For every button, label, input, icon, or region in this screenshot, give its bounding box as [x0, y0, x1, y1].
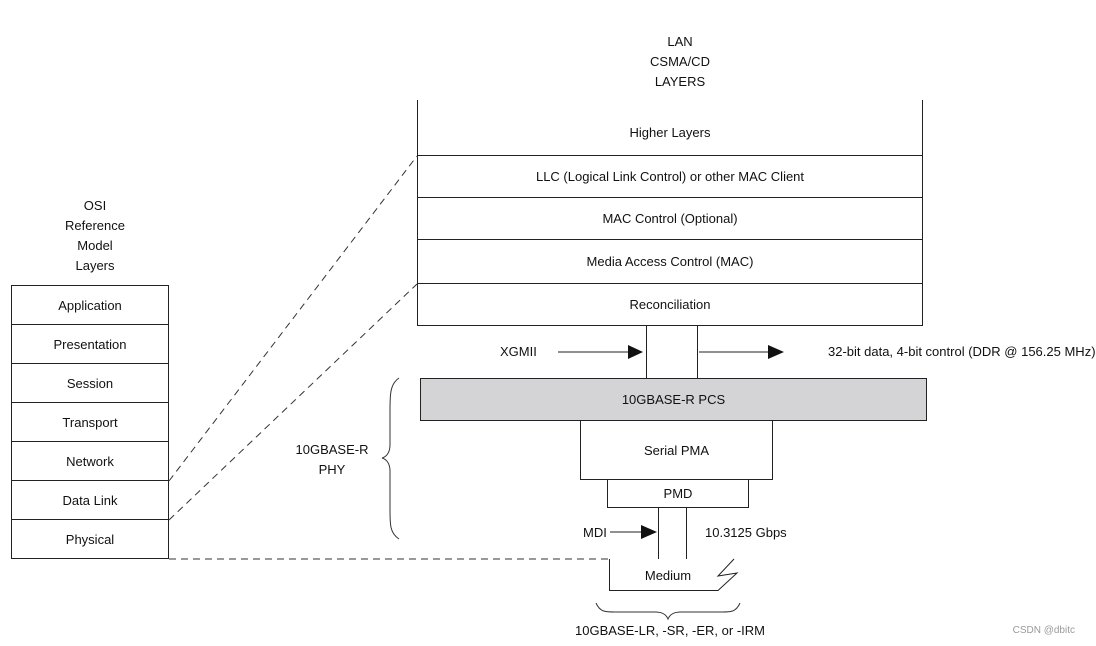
medium-shape: [609, 558, 739, 591]
osi-layer-data-link: Data Link: [11, 480, 169, 520]
medium-label: Medium: [644, 568, 692, 583]
lan-layer-label: Media Access Control (MAC): [586, 254, 754, 269]
lan-layer-label: LLC (Logical Link Control) or other MAC …: [535, 169, 805, 184]
lan-layer-reconciliation: Reconciliation: [417, 283, 923, 326]
osi-layer-label: Application: [58, 297, 122, 313]
osi-layer-label: Presentation: [53, 336, 127, 352]
osi-layer-application: Application: [11, 285, 169, 325]
medium-variants: 10GBASE-LR, -SR, -ER, or -IRM: [575, 623, 765, 638]
lan-layer-mac: Media Access Control (MAC): [417, 239, 923, 284]
osi-layer-label: Data Link: [62, 492, 118, 508]
lan-header-line: LAN: [667, 34, 693, 49]
pmd-box: PMD: [607, 479, 749, 508]
osi-layer-presentation: Presentation: [11, 324, 169, 364]
pcs-box: 10GBASE-R PCS: [420, 378, 927, 421]
osi-layer-session: Session: [11, 363, 169, 403]
xgmii-label: XGMII: [500, 344, 537, 359]
lan-header-line: CSMA/CD: [650, 54, 710, 69]
lan-layer-label: Reconciliation: [629, 297, 711, 312]
mdi-rate: 10.3125 Gbps: [705, 525, 787, 540]
watermark: CSDN @dbitc: [1012, 625, 1075, 636]
osi-header-line: OSI: [83, 198, 107, 213]
medium-brace: [595, 602, 741, 621]
phy-label-line: 10GBASE-R: [295, 442, 369, 457]
mdi-label: MDI: [583, 525, 607, 540]
pcs-label: 10GBASE-R PCS: [621, 392, 726, 407]
osi-layer-label: Transport: [62, 414, 118, 430]
phy-label-line: PHY: [318, 462, 346, 477]
lan-layer-label: MAC Control (Optional): [602, 211, 738, 226]
phy-label: 10GBASE-R PHY: [292, 440, 372, 480]
osi-layer-physical: Physical: [11, 519, 169, 559]
xgmii-out-arrowhead: [768, 345, 784, 359]
lan-header: LAN CSMA/CD LAYERS: [640, 32, 720, 92]
osi-layer-label: Session: [66, 375, 114, 391]
lan-header-line: LAYERS: [654, 74, 706, 89]
dashed-line-datalink-top: [168, 155, 418, 482]
osi-layer-network: Network: [11, 441, 169, 481]
osi-header-line: Model: [77, 238, 113, 253]
pma-box: Serial PMA: [580, 420, 773, 480]
xgmii-note: 32-bit data, 4-bit control (DDR @ 156.25…: [828, 344, 1096, 359]
dashed-line-datalink-bottom: [168, 283, 418, 521]
lan-layer-higher: Higher Layers: [417, 110, 923, 154]
lan-layer-label: Higher Layers: [629, 124, 711, 140]
osi-layer-transport: Transport: [11, 402, 169, 442]
lan-layer-llc: LLC (Logical Link Control) or other MAC …: [417, 155, 923, 198]
osi-header-line: Reference: [65, 218, 125, 233]
phy-brace: [381, 377, 400, 540]
mdi-arrowhead: [641, 525, 657, 539]
osi-layer-label: Physical: [65, 531, 115, 547]
pma-label: Serial PMA: [643, 442, 710, 458]
xgmii-in-arrowhead: [628, 345, 643, 359]
osi-header-line: Layers: [75, 258, 115, 273]
pmd-label: PMD: [663, 486, 693, 501]
osi-layer-label: Network: [66, 453, 114, 469]
lan-layer-mac-control: MAC Control (Optional): [417, 197, 923, 240]
osi-header: OSI Reference Model Layers: [55, 196, 135, 276]
